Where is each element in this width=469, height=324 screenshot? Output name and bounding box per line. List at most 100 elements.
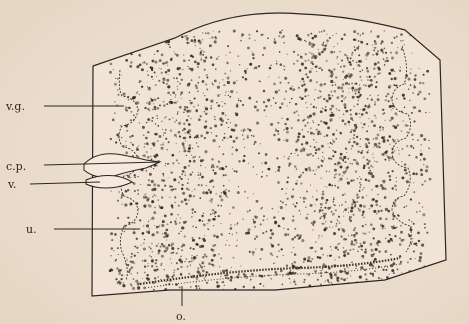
stipple-dot [385,218,388,221]
stipple-dot [214,119,215,120]
stipple-dot [261,176,263,178]
stipple-dot [192,191,193,192]
stipple-dot [145,137,148,140]
stipple-dot [186,155,187,156]
stipple-dot [193,248,195,250]
stipple-dot [420,134,423,137]
stipple-dot [204,278,205,279]
stipple-dot [335,84,336,85]
stipple-dot [186,258,187,259]
stipple-dot [270,243,272,245]
stipple-dot [255,40,256,41]
stipple-dot [205,107,208,110]
stipple-dot [351,87,354,90]
stipple-dot [406,180,409,183]
stipple-dot [359,182,361,184]
stipple-dot [215,244,217,246]
stipple-dot [334,177,336,179]
stipple-dot [163,175,164,176]
stipple-dot [326,186,327,187]
stipple-dot [230,279,233,282]
stipple-dot [326,39,329,42]
stipple-dot [161,189,163,191]
stipple-dot [145,196,147,198]
stipple-dot [137,193,139,195]
stipple-dot [315,149,317,151]
stipple-dot [143,243,145,245]
stipple-dot [353,244,355,246]
stipple-dot [181,249,183,251]
stipple-dot [110,268,113,271]
stipple-dot [126,145,127,146]
stipple-dot [182,130,184,132]
stipple-dot [153,269,155,271]
stipple-dot [269,237,272,240]
stipple-dot [130,142,132,144]
stipple-dot [218,32,219,33]
stipple-dot [125,59,128,62]
stipple-dot [429,112,430,113]
stipple-dot [275,128,276,129]
stipple-dot [373,49,375,51]
stipple-dot [210,107,212,109]
stipple-dot [330,282,331,283]
stipple-dot [374,76,376,78]
stipple-dot [185,132,186,133]
stipple-dot [289,278,291,280]
stipple-dot [225,91,226,92]
stipple-dot [333,197,334,198]
stipple-dot [362,127,364,129]
stipple-dot [220,223,221,224]
stipple-dot [389,144,390,145]
stipple-dot [164,104,165,105]
stipple-dot [395,84,397,86]
stipple-dot [357,96,360,99]
stipple-dot [202,191,205,194]
stipple-dot [200,42,201,43]
stipple-dot [378,68,381,71]
stipple-dot [195,285,197,287]
stipple-dot [198,39,201,42]
stipple-dot [202,263,203,264]
stipple-dot [281,37,282,38]
stipple-dot [112,119,115,122]
stipple-dot [406,205,407,206]
stipple-dot [356,281,358,283]
stipple-dot [388,87,390,89]
stipple-dot [337,43,338,44]
stipple-dot [336,96,339,99]
stipple-dot [424,180,426,182]
stipple-dot [195,227,197,229]
stipple-dot [320,96,322,98]
stipple-dot [350,109,352,111]
stipple-dot [153,103,154,104]
stipple-dot [410,198,412,200]
stipple-dot [359,176,360,177]
stipple-dot [418,202,420,204]
stipple-dot [254,238,256,240]
stipple-dot [304,279,306,281]
stipple-dot [116,267,118,269]
stipple-dot [344,268,346,270]
stipple-dot [351,145,353,147]
stipple-dot [150,247,151,248]
stipple-dot [120,278,122,280]
stipple-dot [196,109,198,111]
stipple-dot [111,191,112,192]
stipple-dot [253,193,254,194]
stipple-dot [151,217,154,220]
stipple-dot [132,261,135,264]
stipple-dot [192,237,194,239]
stipple-dot [336,130,337,131]
stipple-dot [300,149,303,152]
stipple-dot [117,200,119,202]
stipple-dot [175,97,176,98]
stipple-dot [117,283,118,284]
stipple-dot [350,210,353,213]
stipple-dot [167,163,169,165]
stipple-dot [391,269,394,272]
stipple-dot [114,83,117,86]
stipple-dot [334,151,336,153]
stipple-dot [280,206,283,209]
stipple-dot [373,157,374,158]
